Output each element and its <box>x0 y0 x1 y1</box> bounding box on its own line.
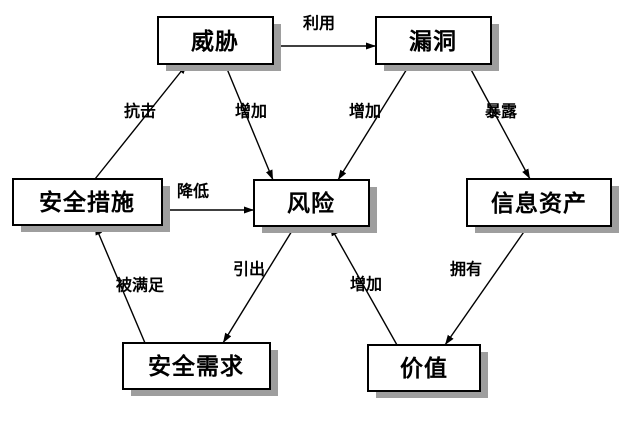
node-information-asset: 信息资产 <box>466 178 619 233</box>
edge-exploit-label: 利用 <box>303 14 335 33</box>
edge-resist-arrow <box>94 63 188 180</box>
edge-expose-label: 暴露 <box>484 103 518 121</box>
node-vulnerability: 漏洞 <box>375 16 499 71</box>
node-risk-box <box>253 179 370 227</box>
edge-satisfied-by-label: 被满足 <box>116 276 165 295</box>
node-risk-label: 风险 <box>287 190 335 216</box>
edge-value-increase-risk-arrow <box>329 225 398 346</box>
edge-own-label: 拥有 <box>450 260 482 279</box>
node-safeguards: 安全措施 <box>12 178 170 232</box>
node-threat-label: 威胁 <box>191 28 239 54</box>
edge-own-arrow <box>444 225 529 346</box>
node-value-label: 价值 <box>400 355 448 381</box>
edge-value-increase-risk-label: 增加 <box>350 275 382 294</box>
edge-labels-layer: 利用 抗击 增加 增加 暴露 降低 被满足 引出 增加 拥有 <box>116 14 518 295</box>
edge-derive-arrow <box>222 225 296 344</box>
edges-layer <box>94 42 531 346</box>
node-value-box <box>367 344 481 392</box>
node-security-requirements: 安全需求 <box>122 342 278 396</box>
edge-reduce-label: 降低 <box>177 182 209 201</box>
node-security-requirements-box <box>122 342 271 390</box>
node-vulnerability-box <box>375 16 492 65</box>
node-risk: 风险 <box>253 179 377 233</box>
edge-vuln-increase-risk-label: 增加 <box>349 102 381 121</box>
edge-vuln-increase-risk-arrow <box>337 63 411 181</box>
node-information-asset-label: 信息资产 <box>491 190 587 216</box>
node-threat-box <box>157 16 274 65</box>
edge-expose-arrow <box>467 63 531 180</box>
node-information-asset-box <box>466 178 612 227</box>
edge-threat-increase-risk-label: 增加 <box>235 102 267 121</box>
node-safeguards-label: 安全措施 <box>39 189 135 215</box>
node-security-requirements-label: 安全需求 <box>148 353 244 379</box>
edge-resist-label: 抗击 <box>124 102 156 121</box>
node-vulnerability-label: 漏洞 <box>409 28 457 54</box>
edge-derive-label: 引出 <box>233 260 265 279</box>
node-threat: 威胁 <box>157 16 281 71</box>
node-value: 价值 <box>367 344 488 398</box>
edge-threat-increase-risk-arrow <box>224 63 274 181</box>
node-safeguards-box <box>12 178 163 226</box>
edge-satisfied-by-arrow <box>94 224 146 344</box>
